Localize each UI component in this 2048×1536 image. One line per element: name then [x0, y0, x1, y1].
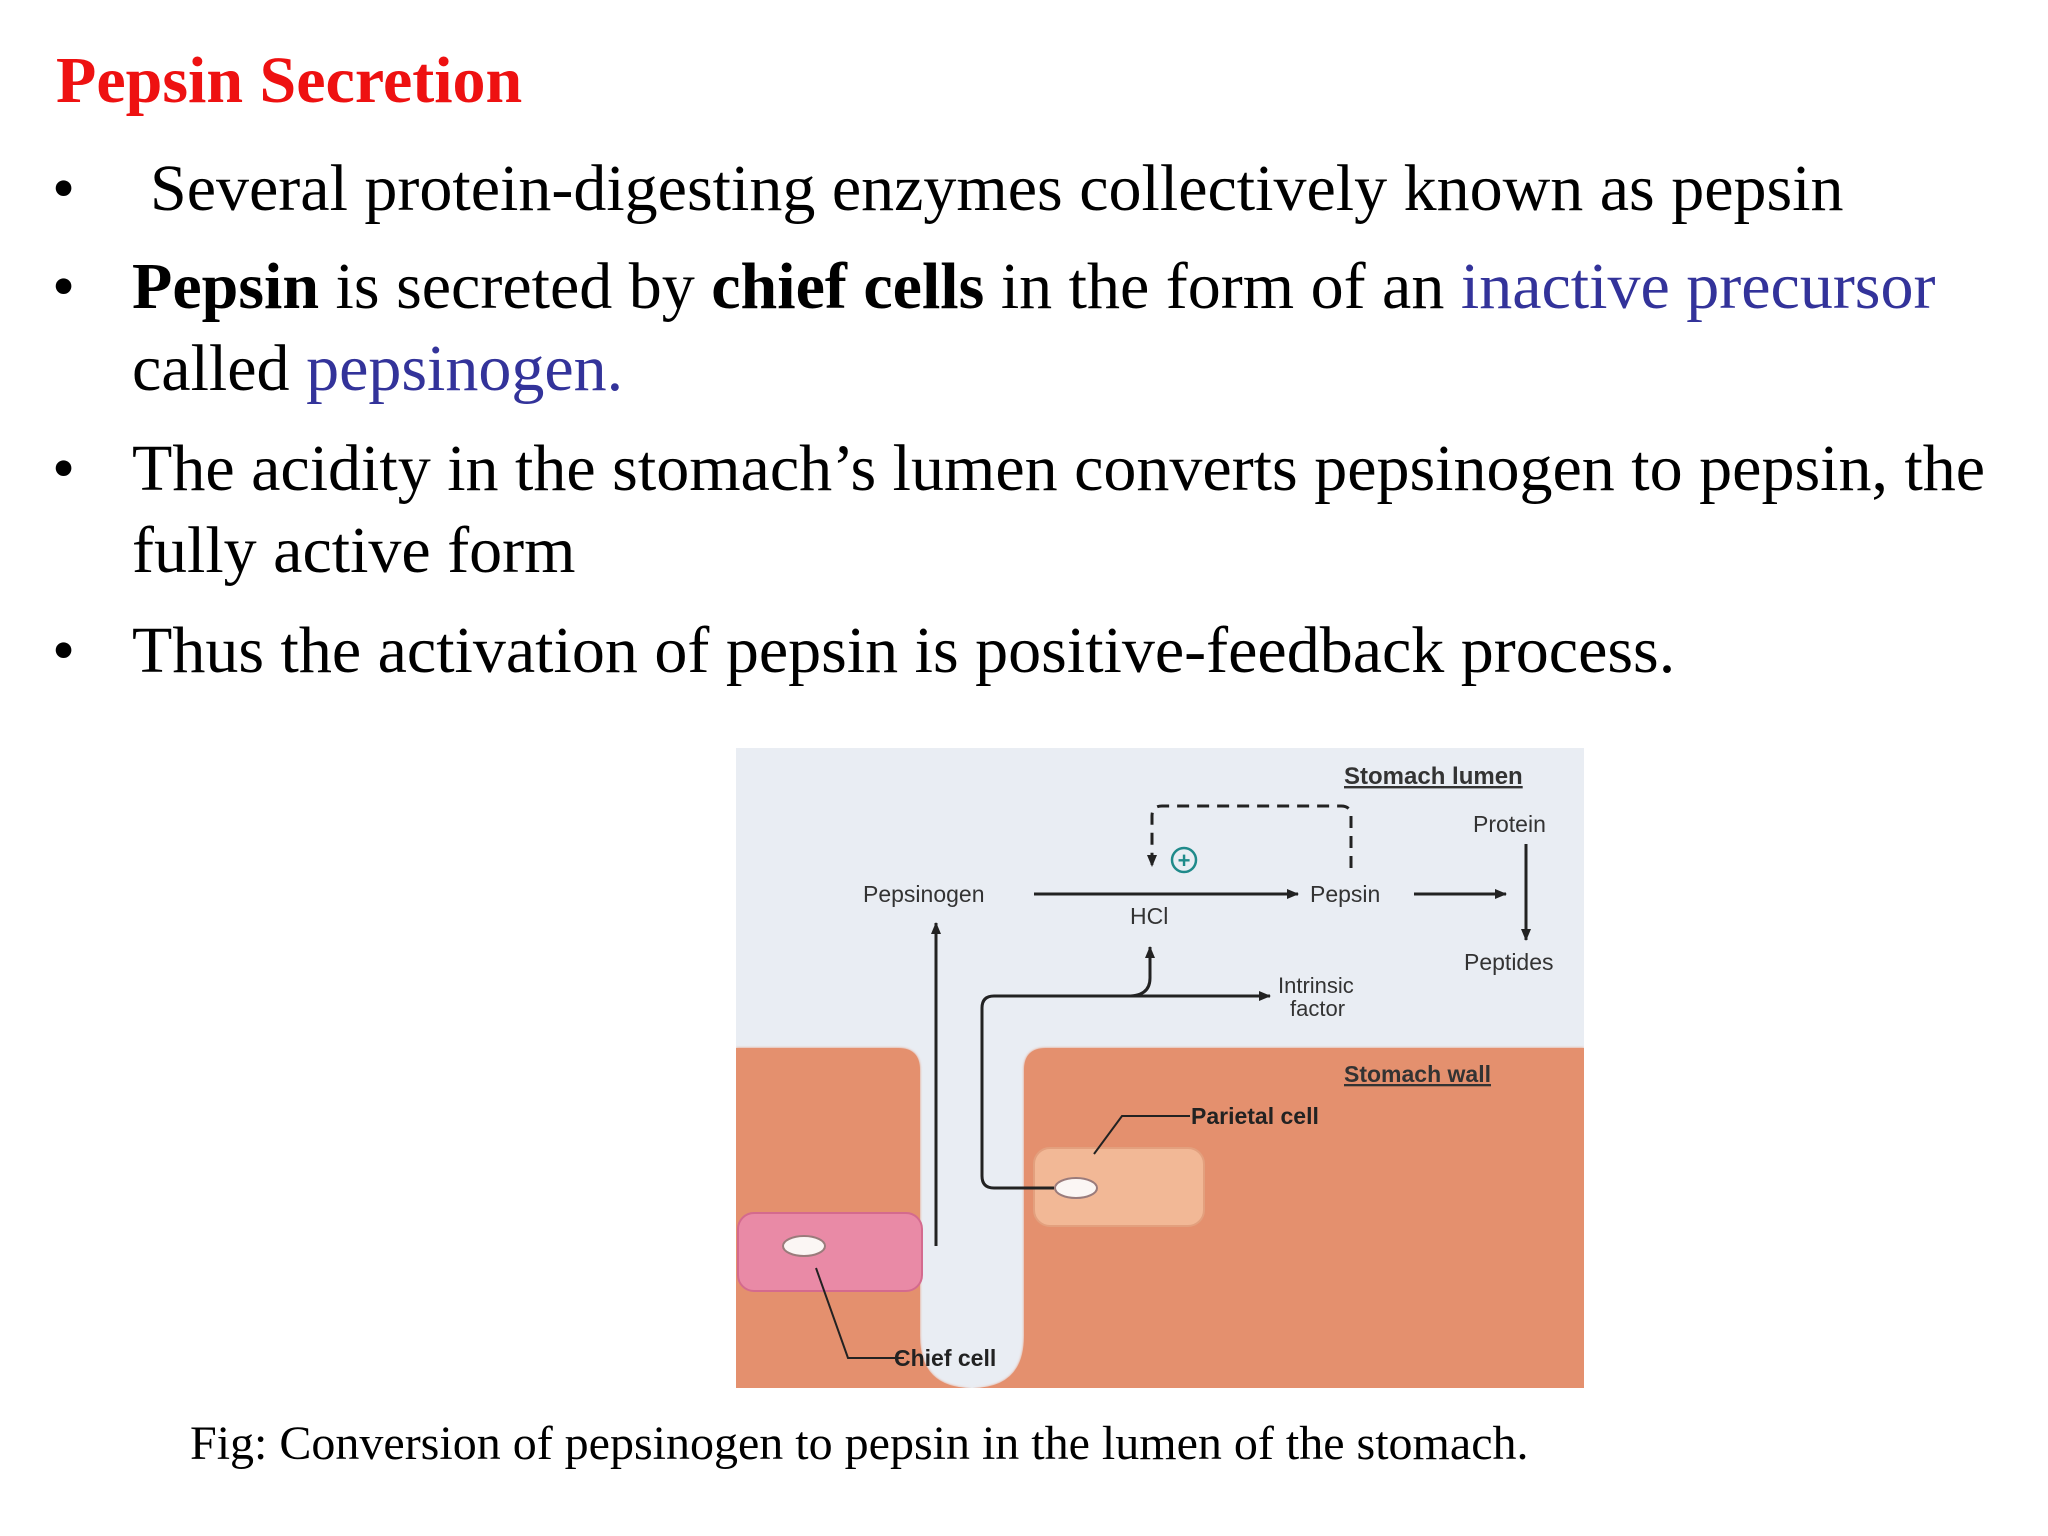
figure-caption: Fig: Conversion of pepsinogen to pepsin …	[190, 1417, 1529, 1470]
bullet-marker: •	[52, 152, 76, 225]
chief-cell-body	[737, 1212, 923, 1292]
text-segment: is secreted by	[319, 250, 712, 323]
chief-cell-nucleus	[782, 1235, 826, 1257]
peptides-label: Peptides	[1464, 949, 1554, 975]
bullet-marker: •	[52, 432, 76, 505]
text-segment-bold: Pepsin	[132, 250, 320, 323]
chief-cell-label: Chief cell	[894, 1345, 996, 1371]
text-segment: The acidity in the stomach’s lumen conve…	[132, 432, 1986, 587]
slide-title: Pepsin Secretion	[56, 44, 523, 117]
parietal-secretion-line	[980, 994, 1128, 1190]
pepsin-activation-diagram: + Stomach lumen Protein Pepsinogen HCl P…	[736, 748, 1584, 1388]
hcl-label: HCl	[1130, 903, 1168, 929]
protein-label: Protein	[1473, 811, 1546, 837]
bullet-list: • Several protein-digesting enzymes coll…	[0, 0, 2048, 700]
bullet-text: Thus the activation of pepsin is positiv…	[132, 610, 2012, 692]
parietal-cell-label: Parietal cell	[1191, 1103, 1319, 1129]
text-segment: in the form of an	[984, 250, 1461, 323]
intrinsic-factor-label-line1: Intrinsic	[1278, 973, 1354, 998]
text-segment-highlight: pepsinogen.	[306, 332, 624, 405]
parietal-cell-nucleus	[1054, 1177, 1098, 1199]
text-segment: Thus the activation of pepsin is positiv…	[132, 614, 1676, 687]
bullet-text: Pepsin is secreted by chief cells in the…	[132, 246, 2012, 410]
diagram-svg: + Stomach lumen Protein Pepsinogen HCl P…	[736, 748, 1584, 1388]
intrinsic-factor-label-line2: factor	[1290, 996, 1345, 1021]
bullet-text: The acidity in the stomach’s lumen conve…	[132, 428, 2012, 592]
pepsinogen-label: Pepsinogen	[863, 881, 985, 907]
positive-feedback-circle	[1170, 846, 1198, 874]
bullet-marker: •	[52, 250, 76, 323]
plus-sign: +	[1178, 848, 1191, 873]
stomach-wall-label: Stomach wall	[1344, 1061, 1491, 1087]
text-segment-bold: chief cells	[711, 250, 985, 323]
pepsin-label: Pepsin	[1310, 881, 1380, 907]
parietal-cell-pointer	[1093, 1115, 1190, 1155]
text-segment-highlight: inactive precursor	[1460, 250, 1936, 323]
stomach-lumen-label: Stomach lumen	[1344, 763, 1523, 790]
bullet-text: Several protein-digesting enzymes collec…	[150, 148, 2030, 230]
text-segment: called	[132, 332, 307, 405]
text-segment: Several protein-digesting enzymes collec…	[150, 152, 1844, 225]
chief-cell-pointer	[815, 1267, 904, 1359]
bullet-marker: •	[52, 614, 76, 687]
